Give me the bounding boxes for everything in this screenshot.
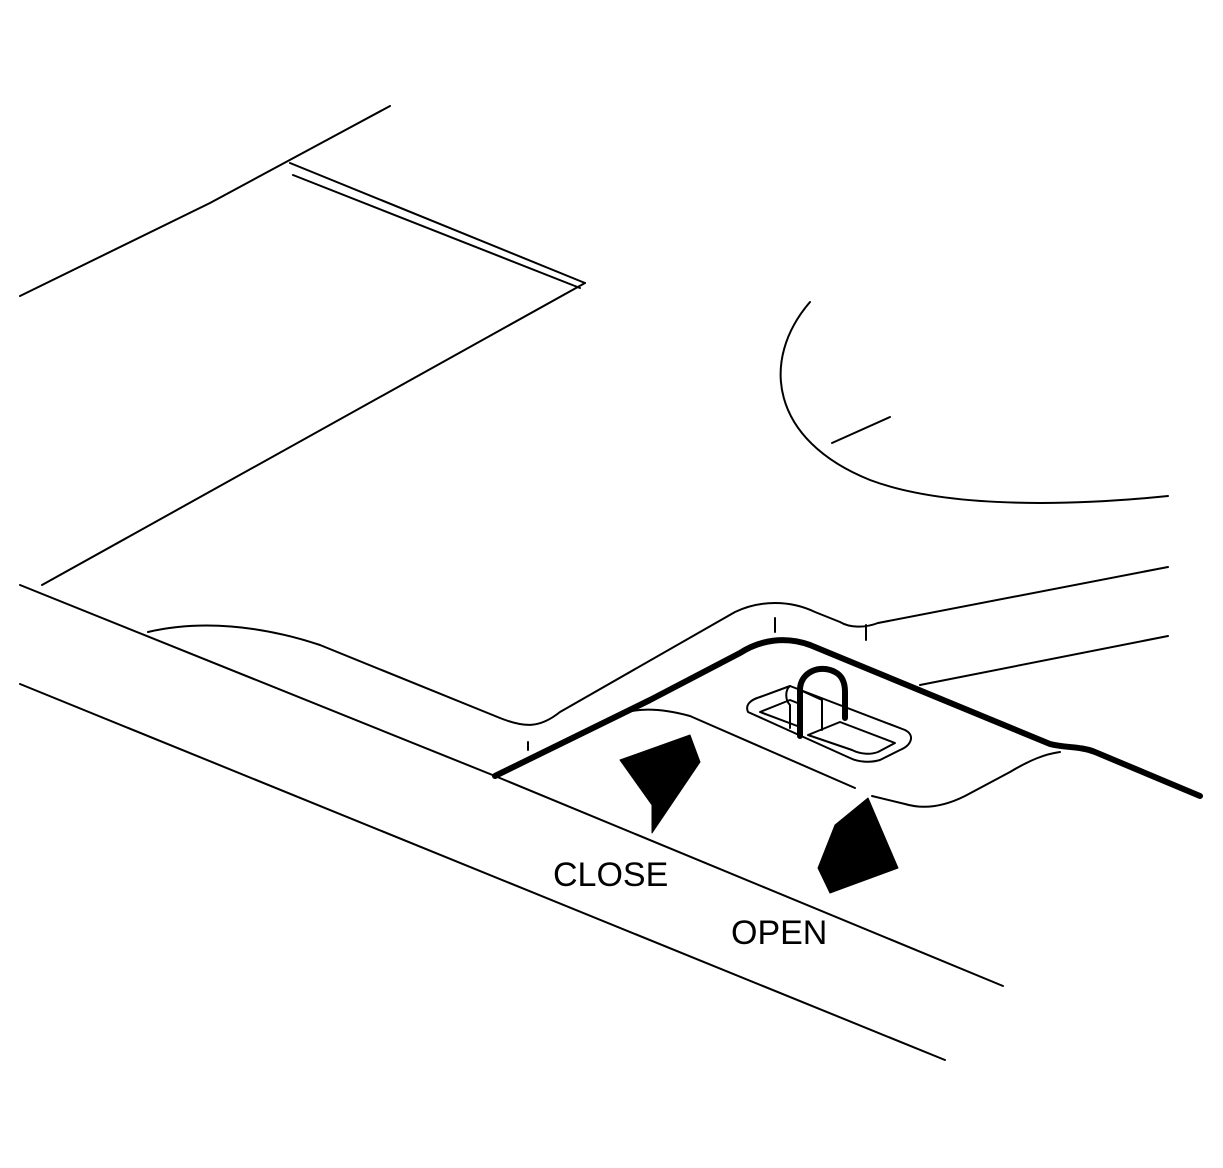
right-ledges (877, 566, 1169, 686)
tray-edges (19, 584, 1004, 1061)
sliding-cover-outline (492, 637, 1203, 799)
close-arrow-icon (619, 734, 701, 834)
sliding-cover-panel (599, 708, 1061, 808)
latch-tab (746, 665, 912, 763)
open-label: OPEN (731, 914, 828, 952)
close-label: CLOSE (553, 856, 669, 894)
round-recess (779, 301, 1169, 504)
upper-panel (19, 105, 586, 586)
tray-rim (147, 602, 879, 751)
open-arrow-icon (817, 797, 899, 894)
